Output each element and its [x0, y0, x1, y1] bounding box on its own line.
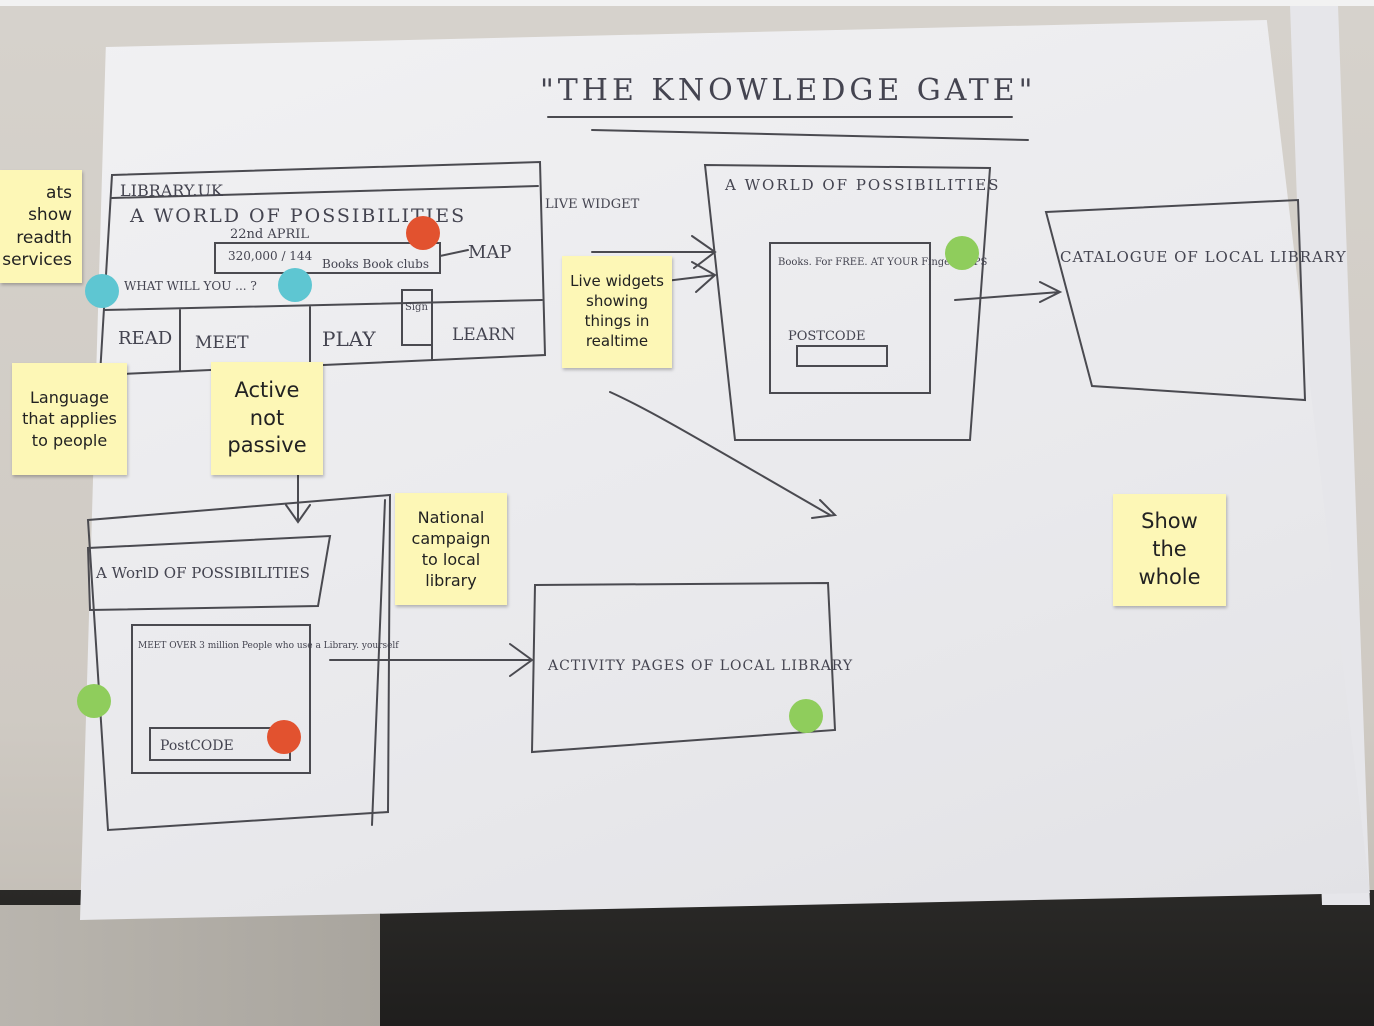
- blue-vote-dot: [278, 268, 312, 302]
- frame1-headline: A WORLD OF POSSIBILITIES: [129, 205, 466, 227]
- activity-label: ACTIVITY PAGES OF LOCAL LIBRARY: [547, 658, 853, 674]
- sticky-note-live-widgets: Live widgets showing things in realtime: [562, 256, 672, 368]
- frame1-date: 22nd APRIL: [230, 227, 309, 242]
- sticky-note-breadth: ats show readth services: [0, 170, 82, 283]
- red-vote-dot: [406, 216, 440, 250]
- frame3-postcode: PostCODE: [160, 738, 234, 754]
- frame1-tab-play: PLAY: [322, 327, 376, 351]
- frame2-headline: A WORLD OF POSSIBILITIES: [724, 176, 1000, 194]
- frame1-tags: Books Book clubs: [322, 257, 429, 271]
- frame1-prompt: WHAT WILL YOU ... ?: [124, 279, 257, 293]
- frame1-url: LIBRARY.UK: [120, 181, 224, 200]
- frame1-counts: 320,000 / 144: [228, 249, 313, 263]
- green-vote-dot: [77, 684, 111, 718]
- frame-signup: A WORLD OF POSSIBILITIES Books. For FREE…: [703, 163, 1000, 441]
- frame-landing: A WorlD OF POSSIBILITIES MEET OVER 3 mil…: [86, 493, 399, 832]
- frame-homepage: LIBRARY.UK A WORLD OF POSSIBILITIES 22nd…: [98, 160, 547, 377]
- frame2-body: Books. For FREE. AT YOUR Fingers TIPS: [778, 257, 988, 268]
- frame-catalogue: CATALOGUE OF LOCAL LIBRARY: [1044, 198, 1347, 402]
- green-vote-dot: [789, 699, 823, 733]
- green-vote-dot: [945, 236, 979, 270]
- frame1-tab-meet: MEET: [195, 333, 249, 353]
- frame-activity: ACTIVITY PAGES OF LOCAL LIBRARY: [530, 581, 853, 754]
- frame1-tab-learn: LEARN: [452, 325, 516, 345]
- live-widget-label: LIVE WIDGET: [545, 197, 640, 212]
- frame3-headline: A WorlD OF POSSIBILITIES: [95, 564, 310, 582]
- frame2-postcode: POSTCODE: [788, 329, 866, 344]
- sticky-note-language: Language that applies to people: [12, 363, 127, 475]
- top-border: [0, 0, 1374, 6]
- frame1-small: Sign: [405, 302, 428, 313]
- blue-vote-dot: [85, 274, 119, 308]
- sticky-note-active: Active not passive: [211, 362, 323, 475]
- sketch-title: "THE KNOWLEDGE GATE": [540, 73, 1036, 108]
- sticky-note-show-whole: Show the whole: [1113, 494, 1226, 606]
- frame1-tab-read: READ: [118, 328, 172, 349]
- catalogue-label: CATALOGUE OF LOCAL LIBRARY: [1060, 248, 1347, 266]
- red-vote-dot: [267, 720, 301, 754]
- sticky-note-campaign: National campaign to local library: [395, 493, 507, 605]
- frame3-body: MEET OVER 3 million People who use a Lib…: [138, 641, 399, 651]
- desk-corner: [0, 905, 380, 1026]
- frame1-map: MAP: [468, 242, 512, 263]
